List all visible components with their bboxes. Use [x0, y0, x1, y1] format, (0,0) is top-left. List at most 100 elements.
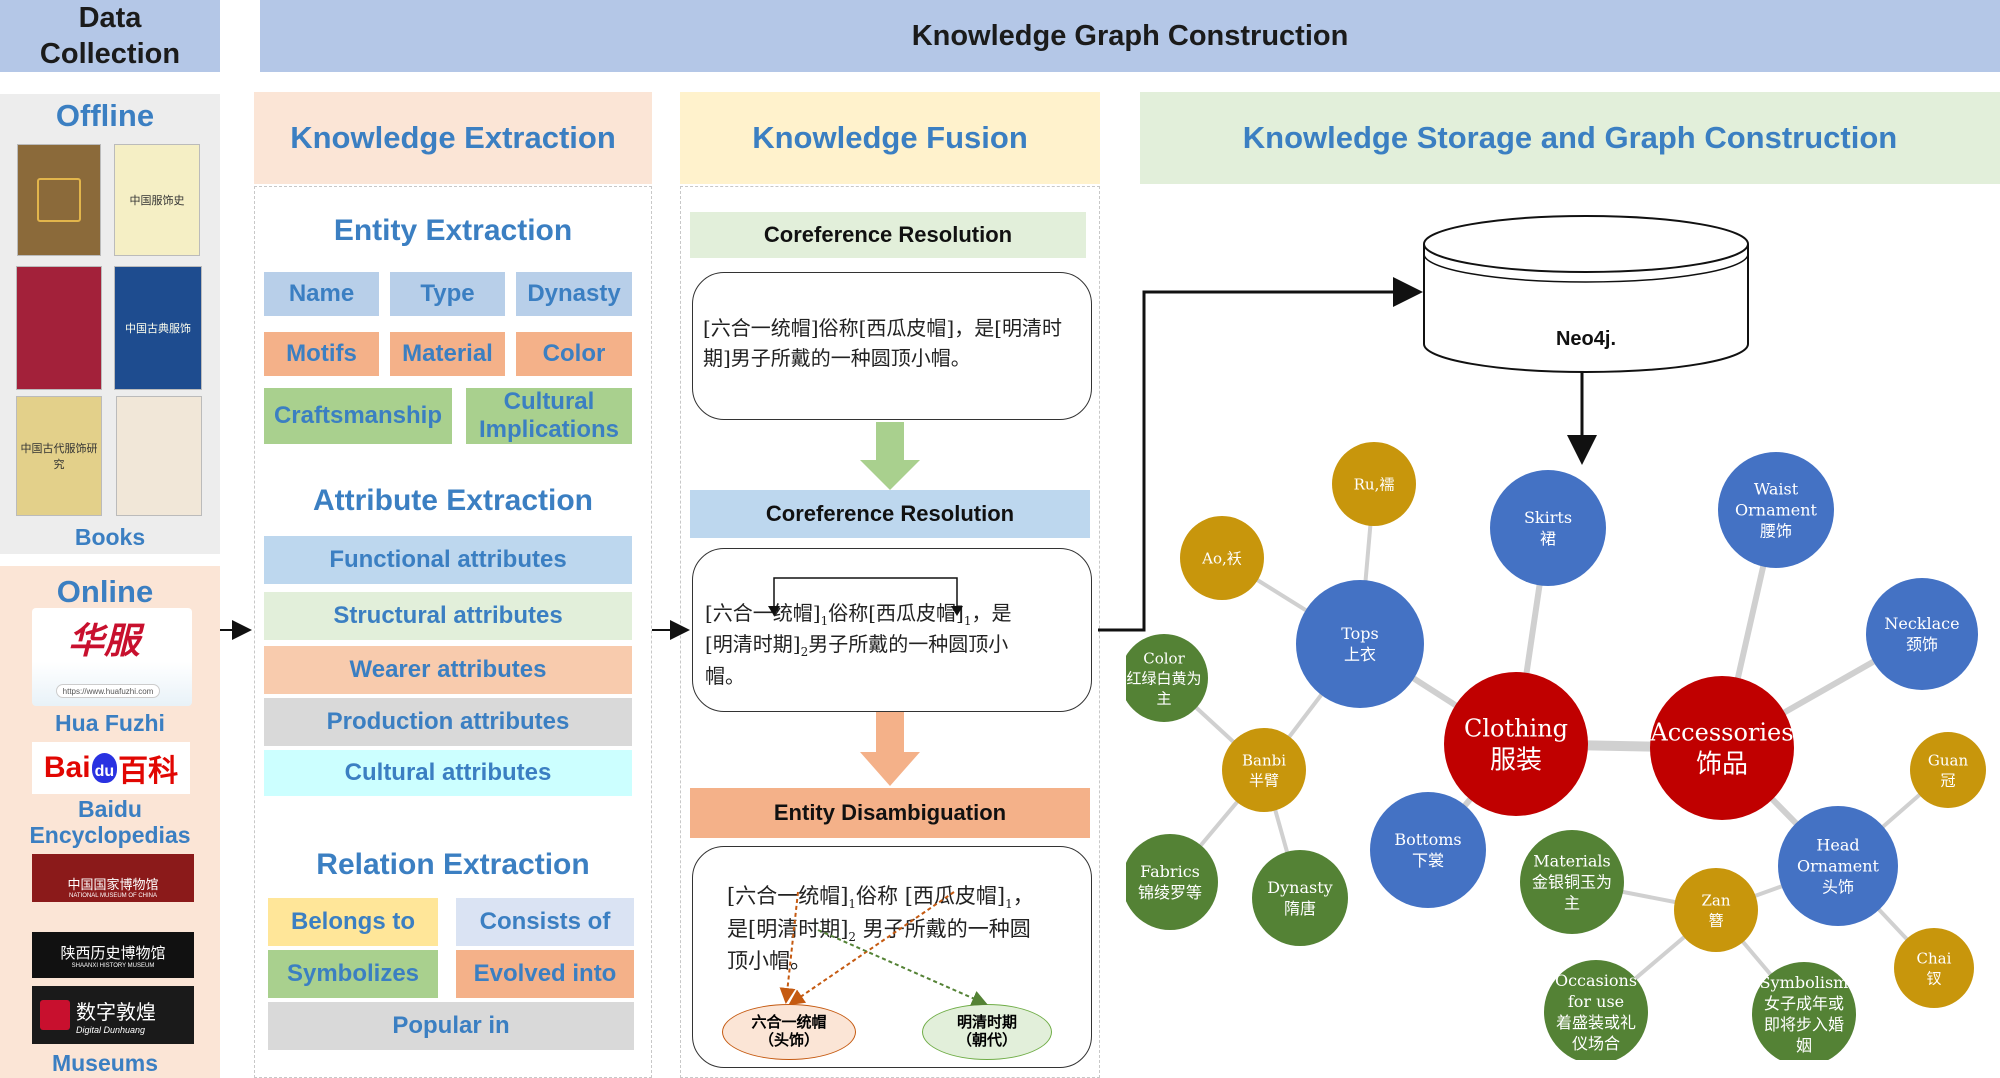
graph-node-accessories: Accessories 饰品 [1649, 676, 1794, 820]
graph-node-label-occasions-1: for use [1568, 992, 1624, 1011]
huafuzhi-label: Hua Fuzhi [55, 710, 165, 736]
kg-construction-header: Knowledge Graph Construction [260, 0, 2000, 72]
graph-node-label-accessories-1: 饰品 [1696, 749, 1748, 779]
offline-panel: Offline 中国服饰史 中国古典服饰 中国古代服饰研究 Books [0, 94, 220, 554]
graph-node-label-color-0: Color [1143, 649, 1185, 667]
fusion-text2-sub-1: 1 [820, 614, 829, 628]
graph-node-label-banbi-0: Banbi [1242, 751, 1286, 769]
knowledge-graph: Clothing服装Accessories饰品Tops上衣Skirts裙Bott… [1126, 442, 1986, 1060]
fusion-text3-end: ， [1012, 884, 1034, 908]
relation-tag-consists-of: Consists of [456, 898, 634, 946]
museum-2-en: SHAANXI HISTORY MUSEUM [71, 963, 155, 969]
fusion-text-box-1: [六合一统帽]俗称[西瓜皮帽]，是[明清时期]男子所戴的一种圆顶小帽。 [692, 272, 1092, 420]
museum-logo-shaanxi: 陕西历史博物馆 SHAANXI HISTORY MUSEUM [32, 932, 194, 978]
graph-node-label-bottoms-0: Bottoms [1394, 830, 1461, 849]
graph-node-label-dynasty-1: 隋唐 [1284, 899, 1316, 918]
fusion-text3-entity-1: [六合一统帽] [727, 884, 849, 908]
book-cover-4: 中国古典服饰 [114, 266, 202, 390]
baidu-logo: Bai du 百科 [32, 742, 190, 794]
knowledge-fusion-title: Knowledge Fusion [680, 92, 1100, 184]
relation-tag-evolved-into: Evolved into [456, 950, 634, 998]
graph-node-label-skirts-0: Skirts [1524, 508, 1572, 527]
fusion-text2-mid: 俗称[西瓜皮帽] [828, 601, 964, 625]
fusion-text3-sub-3: 2 [848, 929, 857, 944]
entity-extraction-title: Entity Extraction [333, 214, 573, 247]
graph-node-label-zan-0: Zan [1701, 891, 1730, 909]
attribute-tag-structural: Structural attributes [264, 592, 632, 640]
graph-node-skirts: Skirts 裙 [1490, 470, 1606, 586]
fusion-text2-line3: 帽。 [705, 663, 745, 688]
graph-node-label-waist-1: Ornament [1735, 501, 1818, 520]
fusion-text3-mid: 俗称 [西瓜皮帽] [856, 884, 1006, 908]
graph-node-label-symbolism-3: 姻 [1796, 1036, 1812, 1055]
graph-node-label-accessories-0: Accessories [1649, 718, 1793, 746]
graph-node-label-zan-1: 簪 [1708, 911, 1723, 929]
entity-tag-craftsmanship: Craftsmanship [264, 388, 452, 444]
neo4j-database-icon [1423, 215, 1749, 373]
fusion-text2-entity-2: [明清时期] [705, 632, 801, 657]
attribute-tag-functional: Functional attributes [264, 536, 632, 584]
graph-node-label-clothing-1: 服装 [1490, 745, 1542, 775]
graph-node-label-ao-0: Ao,袄 [1201, 549, 1242, 567]
graph-node-label-occasions-0: Occasions [1555, 971, 1637, 990]
entity-ellipse-dynasty: 明清时期 （朝代） [922, 1004, 1052, 1060]
graph-node-label-chai-1: 钗 [1926, 969, 1941, 987]
graph-node-label-skirts-1: 裙 [1540, 529, 1556, 548]
graph-node-label-bottoms-1: 下裳 [1412, 851, 1444, 870]
baidu-paw-icon: du [91, 753, 118, 783]
baidu-logo-a: Bai [43, 751, 91, 784]
ellipse-dynasty-line1: 明清时期 [956, 1013, 1017, 1031]
entity-tag-motifs: Motifs [264, 332, 379, 376]
entity-tag-cultural-implications: Cultural Implications [466, 388, 632, 444]
knowledge-extraction-title: Knowledge Extraction [254, 92, 652, 184]
graph-node-label-fabrics-1: 锦绫罗等 [1138, 883, 1202, 902]
graph-node-label-head-0: Head [1816, 836, 1859, 855]
museums-label: Museums [51, 1050, 159, 1076]
attribute-tag-wearer: Wearer attributes [264, 646, 632, 694]
graph-node-label-materials-0: Materials [1533, 852, 1610, 871]
relation-tag-symbolizes: Symbolizes [268, 950, 438, 998]
entity-tag-color: Color [516, 332, 632, 376]
graph-node-label-necklace-0: Necklace [1884, 614, 1959, 633]
online-panel: Online 华服 https://www.huafuzhi.com Hua F… [0, 566, 220, 1078]
graph-node-ao: Ao,袄 [1180, 516, 1264, 600]
online-title: Online [56, 574, 154, 609]
fusion-text2-sub-3: 2 [800, 645, 809, 660]
graph-node-label-waist-0: Waist [1754, 480, 1799, 499]
book-cover-3 [16, 266, 102, 390]
relation-tag-popular-in: Popular in [268, 1002, 634, 1050]
fusion-text2-rest: 男子所戴的一种圆顶小 [808, 632, 1009, 657]
graph-node-label-guan-0: Guan [1928, 751, 1969, 769]
graph-node-label-symbolism-2: 即将步入婚 [1764, 1015, 1844, 1034]
fusion-step-coreference-2: Coreference Resolution [690, 490, 1090, 538]
entity-tag-name: Name [264, 272, 379, 316]
book-cover-1 [17, 144, 101, 256]
book-cover-2: 中国服饰史 [114, 144, 200, 256]
fusion-text2-sub-2: 1 [963, 614, 972, 628]
graph-node-label-ru-0: Ru,襦 [1354, 475, 1395, 493]
museum-1-zh: 中国国家博物馆 [67, 878, 159, 893]
fusion-step-coreference-1: Coreference Resolution [690, 212, 1086, 258]
graph-node-label-materials-2: 主 [1564, 894, 1580, 913]
graph-node-label-color-2: 主 [1156, 689, 1171, 707]
museum-3-en: Digital Dunhuang [76, 1024, 146, 1035]
graph-node-zan: Zan 簪 [1674, 868, 1758, 952]
ellipse-headwear-line2: （头饰） [758, 1031, 819, 1049]
graph-node-label-occasions-2: 着盛装或礼 [1556, 1013, 1636, 1032]
graph-node-label-occasions-3: 仪场合 [1572, 1034, 1620, 1053]
graph-node-bottoms: Bottoms 下裳 [1370, 792, 1486, 908]
dunhuang-seal-icon [40, 1000, 70, 1030]
attribute-extraction-title: Attribute Extraction [312, 484, 594, 517]
graph-node-label-head-1: Ornament [1797, 857, 1880, 876]
